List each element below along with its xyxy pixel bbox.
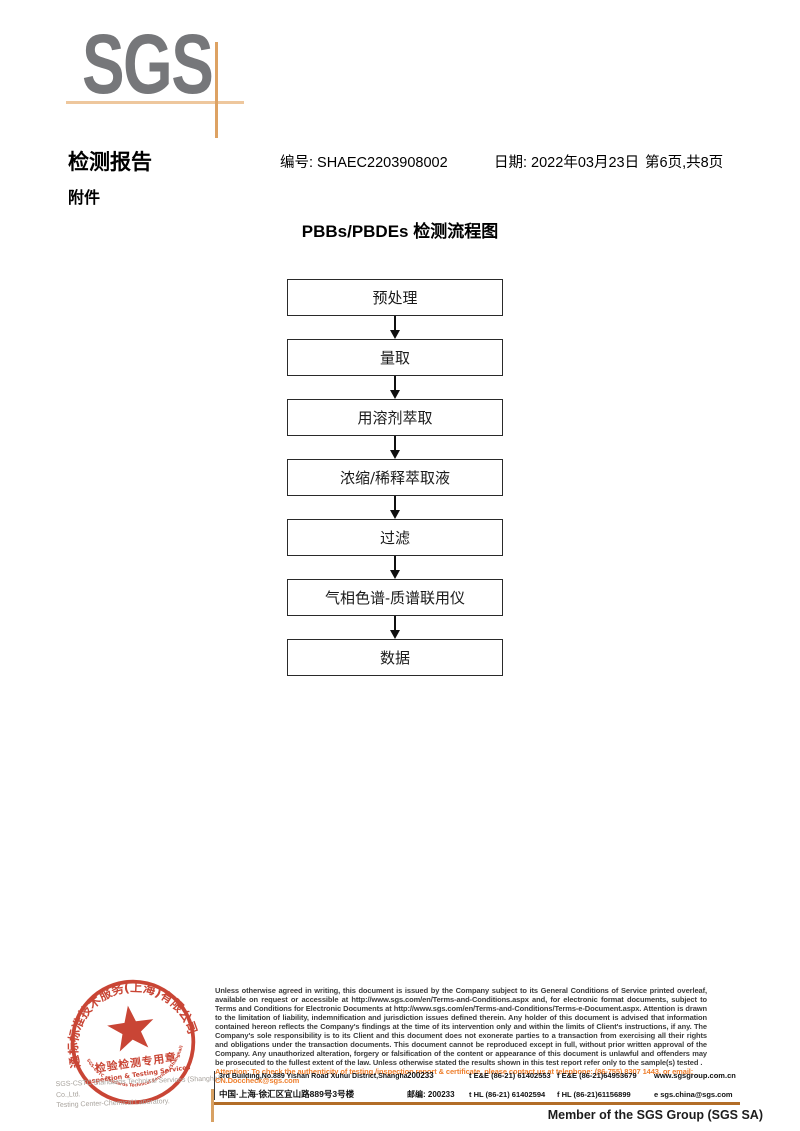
terms-paragraph: Unless otherwise agreed in writing, this… — [215, 986, 707, 1067]
address-row-cn: 中国·上海·徐汇区宜山路889号3号楼 邮编: 200233 t HL (86-… — [219, 1088, 748, 1100]
down-arrow-icon — [390, 316, 400, 339]
page-indicator: 第6页,共8页 — [645, 155, 724, 171]
flow-step-pretreatment: 预处理 — [287, 279, 503, 316]
down-arrow-icon — [390, 376, 400, 399]
fax-ee: f E&E (86-21)64953679 — [557, 1071, 637, 1080]
legal-block: Unless otherwise agreed in writing, this… — [215, 986, 707, 1085]
logo-horizontal-rule — [66, 101, 244, 104]
sgs-logo: SGS — [82, 17, 214, 111]
tel-hl: t HL (86-21) 61402594 — [469, 1090, 546, 1099]
address-block: 3rd Building,No.889 Yishan Road Xuhui Di… — [214, 1071, 748, 1100]
footer-horizontal-rule — [212, 1102, 740, 1105]
sgs-group-membership: Member of the SGS Group (SGS SA) — [547, 1108, 763, 1122]
logo-vertical-rule — [215, 42, 218, 138]
footer-vertical-rule — [211, 1089, 214, 1122]
company-name-block: SGS-CSTC Standards Technical Services (S… — [56, 1074, 235, 1112]
down-arrow-icon — [390, 496, 400, 519]
report-date: 日期: 2022年03月23日 — [494, 155, 640, 171]
flow-step-filter: 过滤 — [287, 519, 503, 556]
attention-notice: Attention: To check the authenticity of … — [215, 1067, 694, 1085]
down-arrow-icon — [390, 616, 400, 639]
flowchart: 预处理 量取 用溶剂萃取 浓缩/稀释萃取液 过滤 气相色谱-质谱联用仪 数据 — [287, 279, 503, 676]
website: www.sgsgroup.com.cn — [654, 1071, 736, 1080]
star-icon — [107, 1005, 154, 1052]
down-arrow-icon — [390, 556, 400, 579]
flow-step-gcms: 气相色谱-质谱联用仪 — [287, 579, 503, 616]
flowchart-title: PBBs/PBDEs 检测流程图 — [301, 222, 499, 241]
postcode-cn: 邮编: 200233 — [407, 1090, 455, 1099]
address-en: 3rd Building,No.889 Yishan Road Xuhui Di… — [219, 1073, 407, 1080]
flow-step-concentrate-dilute: 浓缩/稀释萃取液 — [287, 459, 503, 496]
report-number: 编号: SHAEC2203908002 — [280, 155, 448, 171]
address-row-en: 3rd Building,No.889 Yishan Road Xuhui Di… — [219, 1071, 748, 1080]
flow-step-solvent-extraction: 用溶剂萃取 — [287, 399, 503, 436]
fax-hl: f HL (86-21)61156899 — [557, 1090, 631, 1099]
email: e sgs.china@sgs.com — [654, 1090, 733, 1099]
flow-step-data: 数据 — [287, 639, 503, 676]
down-arrow-icon — [390, 436, 400, 459]
inspection-stamp-icon: 通标标准技术服务(上海)有限公司 SGS-CSTC Standards Tech… — [58, 967, 202, 1105]
flow-step-measure: 量取 — [287, 339, 503, 376]
tel-ee: t E&E (86-21) 61402553 — [469, 1071, 551, 1080]
attachment-label: 附件 — [68, 190, 101, 207]
address-cn: 中国·上海·徐汇区宜山路889号3号楼 — [219, 1089, 355, 1099]
report-title: 检测报告 — [68, 151, 152, 174]
postcode-en: 200233 — [407, 1071, 434, 1080]
